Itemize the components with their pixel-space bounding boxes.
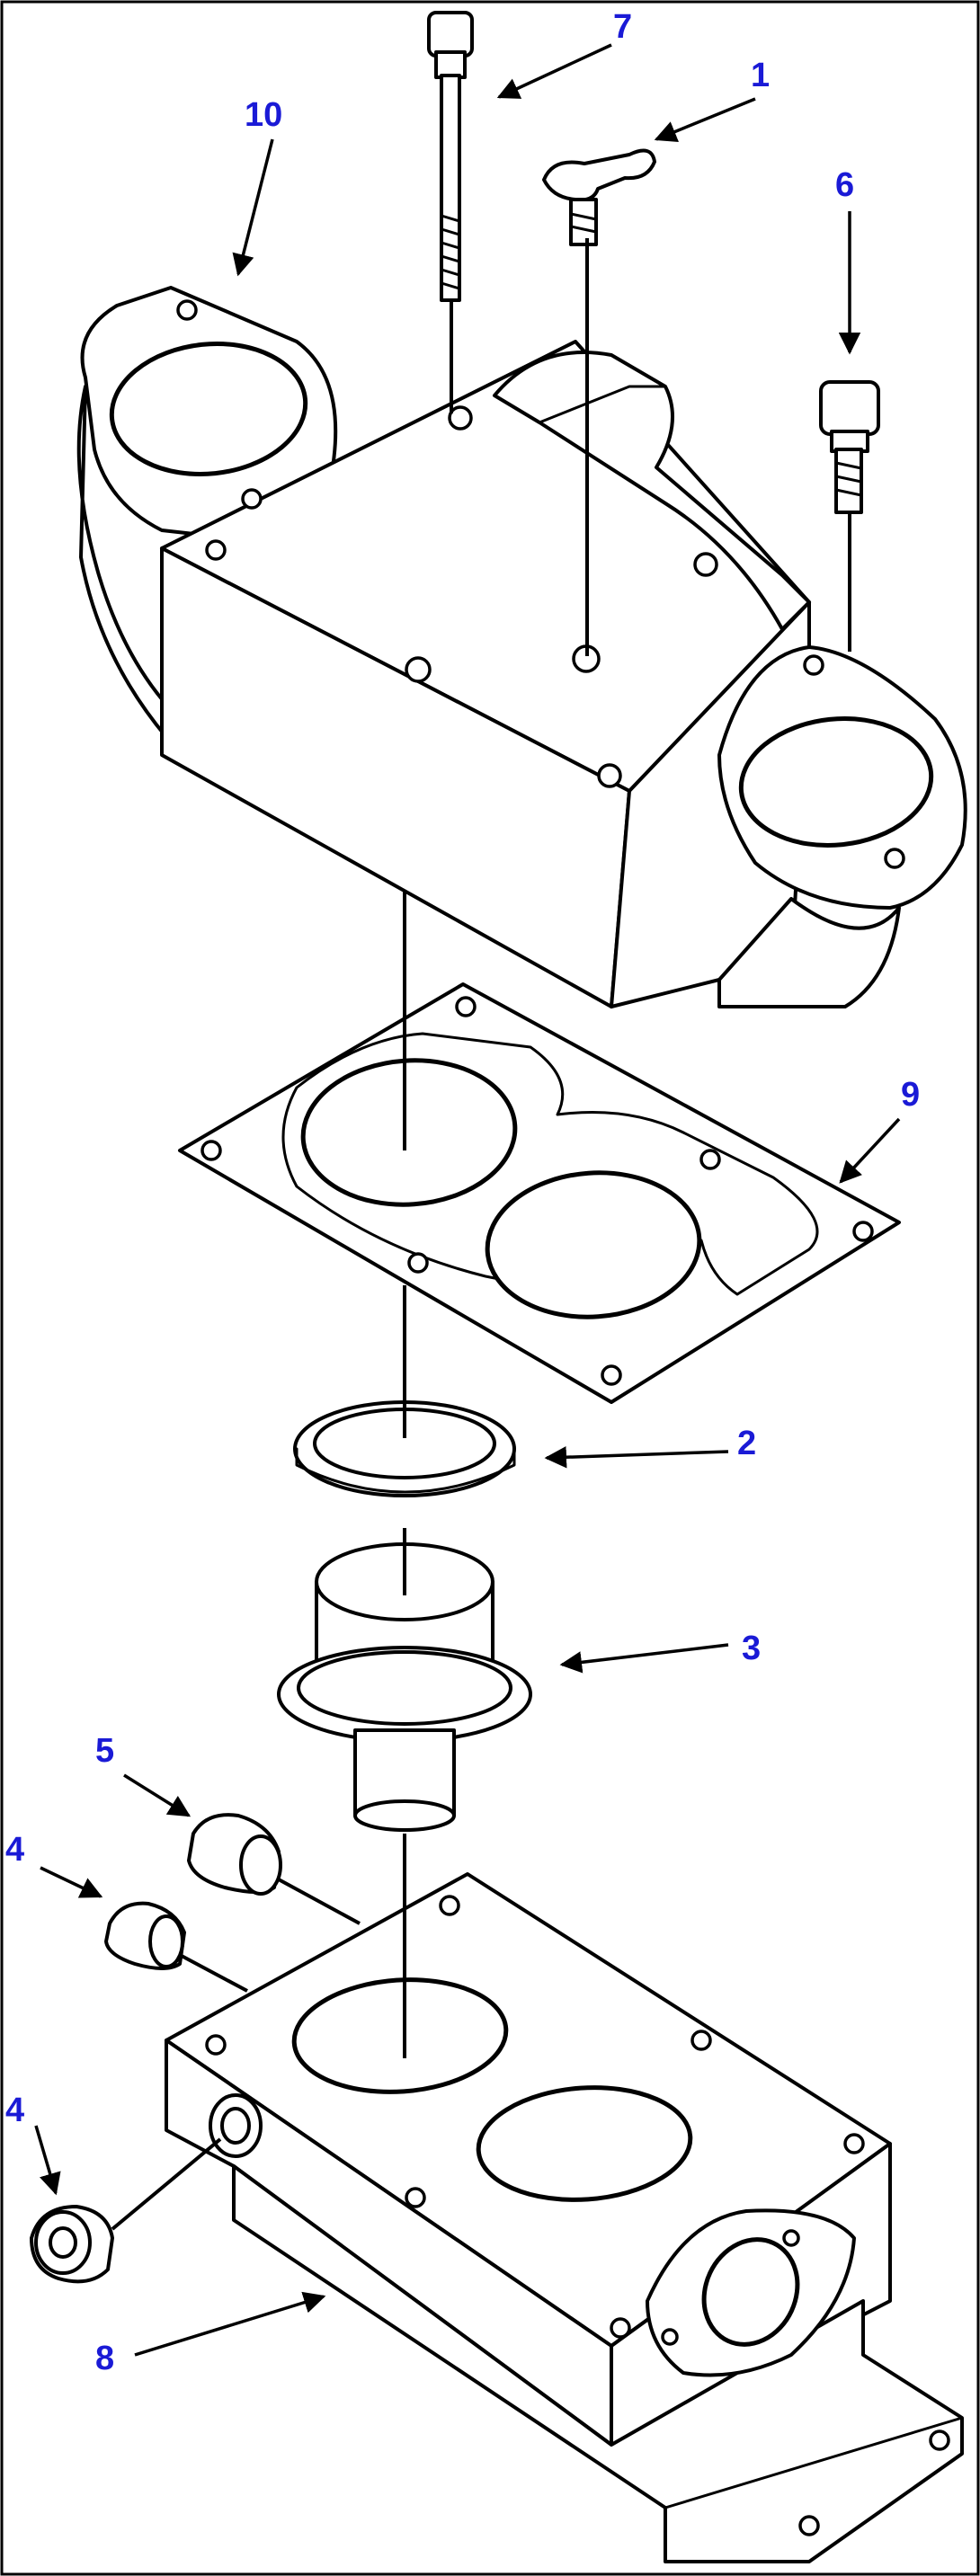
callout-3: 3 bbox=[742, 1630, 761, 1667]
callout-5: 5 bbox=[95, 1732, 114, 1770]
callout-6: 6 bbox=[835, 166, 854, 204]
callout-1: 1 bbox=[751, 57, 770, 94]
seal-ring-2 bbox=[293, 1400, 516, 1497]
callout-9: 9 bbox=[901, 1076, 920, 1114]
plug-4-lower bbox=[30, 2205, 114, 2284]
vent-plug-1 bbox=[542, 148, 656, 246]
thermostat-housing-upper bbox=[76, 286, 967, 1008]
callout-8: 8 bbox=[95, 2340, 114, 2377]
thermostat-3 bbox=[277, 1542, 532, 1832]
bolt-6 bbox=[819, 380, 880, 514]
callout-10: 10 bbox=[245, 96, 282, 134]
callout-7: 7 bbox=[613, 8, 632, 46]
callout-labels: 1 2 3 4 4 5 6 7 8 9 10 bbox=[5, 8, 920, 2377]
assembly-axis-lines bbox=[111, 238, 851, 2231]
callout-4-lower: 4 bbox=[5, 2092, 24, 2129]
leader-arrows bbox=[34, 43, 901, 2357]
plug-5 bbox=[187, 1813, 282, 1896]
callout-2: 2 bbox=[737, 1425, 756, 1462]
thermostat-housing-lower bbox=[165, 1872, 964, 2563]
plug-4-upper bbox=[104, 1901, 186, 1970]
gasket-9 bbox=[178, 982, 901, 1404]
bolt-7 bbox=[427, 11, 474, 302]
callout-4-upper: 4 bbox=[5, 1831, 24, 1869]
